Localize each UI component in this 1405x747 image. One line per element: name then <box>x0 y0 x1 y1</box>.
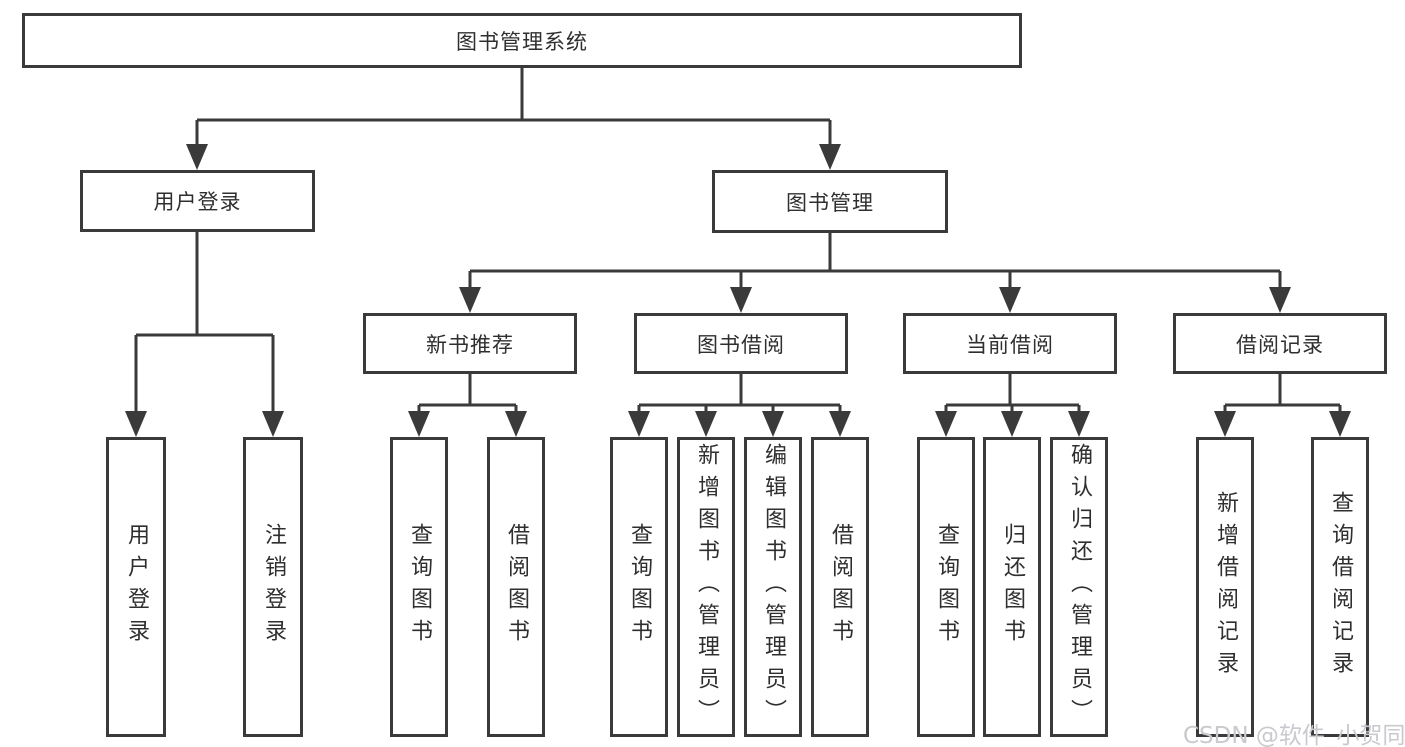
node-book-management: 图书管理 <box>712 170 948 233</box>
arrowhead <box>1269 287 1291 313</box>
arrowhead <box>819 144 841 170</box>
node-root: 图书管理系统 <box>22 13 1022 68</box>
node-leaf-borrow-books-1-label: 借阅图书 <box>504 523 529 651</box>
node-leaf-return-book-label: 归还图书 <box>1000 523 1025 651</box>
connector-current-borrow <box>944 374 1081 415</box>
node-leaf-query-borrow-record: 查询借阅记录 <box>1311 437 1369 737</box>
node-user-login-label: 用户登录 <box>153 190 242 214</box>
connector-root <box>195 68 832 150</box>
arrowhead <box>695 411 717 437</box>
node-leaf-query-books-3-label: 查询图书 <box>934 523 959 651</box>
node-leaf-borrow-books-2: 借阅图书 <box>811 437 869 737</box>
arrowhead <box>505 411 527 437</box>
arrowhead <box>730 287 752 313</box>
node-leaf-user-login-label: 用户登录 <box>124 523 149 651</box>
arrowhead <box>762 411 784 437</box>
arrowhead <box>935 411 957 437</box>
node-leaf-edit-book-admin: 编辑图书（管理员） <box>744 437 802 737</box>
node-leaf-add-borrow-record: 新增借阅记录 <box>1196 437 1254 737</box>
node-leaf-confirm-return-admin: 确认归还（管理员） <box>1050 437 1108 737</box>
arrowhead <box>186 144 208 170</box>
node-leaf-add-borrow-record-label: 新增借阅记录 <box>1213 491 1238 683</box>
node-leaf-edit-book-admin-label: 编辑图书（管理员） <box>761 443 786 731</box>
node-borrow-records: 借阅记录 <box>1173 313 1387 374</box>
node-root-label: 图书管理系统 <box>456 29 588 54</box>
node-user-login: 用户登录 <box>80 170 315 232</box>
node-borrow-records-label: 借阅记录 <box>1236 332 1324 357</box>
node-current-borrow-label: 当前借阅 <box>966 332 1054 357</box>
csdn-watermark: CSDN @软件_小贺同学 <box>1183 723 1405 747</box>
connector-borrow-records <box>1223 374 1342 415</box>
node-leaf-query-books-2: 查询图书 <box>610 437 668 737</box>
arrowhead <box>1329 411 1351 437</box>
node-leaf-add-book-admin: 新增图书（管理员） <box>677 437 735 737</box>
arrowhead <box>262 411 284 437</box>
connector-book-management <box>468 233 1282 291</box>
arrowhead <box>1214 411 1236 437</box>
node-leaf-borrow-books-1: 借阅图书 <box>487 437 545 737</box>
connector-book-borrow <box>637 374 842 415</box>
node-book-borrow-label: 图书借阅 <box>697 332 785 357</box>
arrowhead <box>1001 411 1023 437</box>
node-leaf-confirm-return-admin-label: 确认归还（管理员） <box>1067 443 1092 731</box>
arrowhead <box>1068 411 1090 437</box>
node-leaf-query-books-3: 查询图书 <box>917 437 975 737</box>
node-book-borrow: 图书借阅 <box>634 313 848 374</box>
arrowhead <box>829 411 851 437</box>
node-book-management-label: 图书管理 <box>786 190 874 215</box>
node-leaf-logout-label: 注销登录 <box>261 523 286 651</box>
node-new-book-recommend: 新书推荐 <box>363 313 577 374</box>
node-leaf-logout: 注销登录 <box>243 437 303 737</box>
arrowhead <box>999 287 1021 313</box>
arrowhead <box>125 411 147 437</box>
node-leaf-query-books-1: 查询图书 <box>390 437 448 737</box>
connector-new-book <box>417 374 518 415</box>
arrowhead <box>459 287 481 313</box>
node-leaf-add-book-admin-label: 新增图书（管理员） <box>694 443 719 731</box>
node-leaf-user-login: 用户登录 <box>106 437 166 737</box>
node-leaf-borrow-books-2-label: 借阅图书 <box>828 523 853 651</box>
node-new-book-recommend-label: 新书推荐 <box>426 332 514 357</box>
node-leaf-query-books-2-label: 查询图书 <box>627 523 652 651</box>
arrowhead <box>408 411 430 437</box>
node-leaf-query-books-1-label: 查询图书 <box>407 523 432 651</box>
arrowhead <box>628 411 650 437</box>
connector-user-login <box>134 232 275 415</box>
node-leaf-query-borrow-record-label: 查询借阅记录 <box>1328 491 1353 683</box>
node-leaf-return-book: 归还图书 <box>983 437 1041 737</box>
node-current-borrow: 当前借阅 <box>903 313 1117 374</box>
